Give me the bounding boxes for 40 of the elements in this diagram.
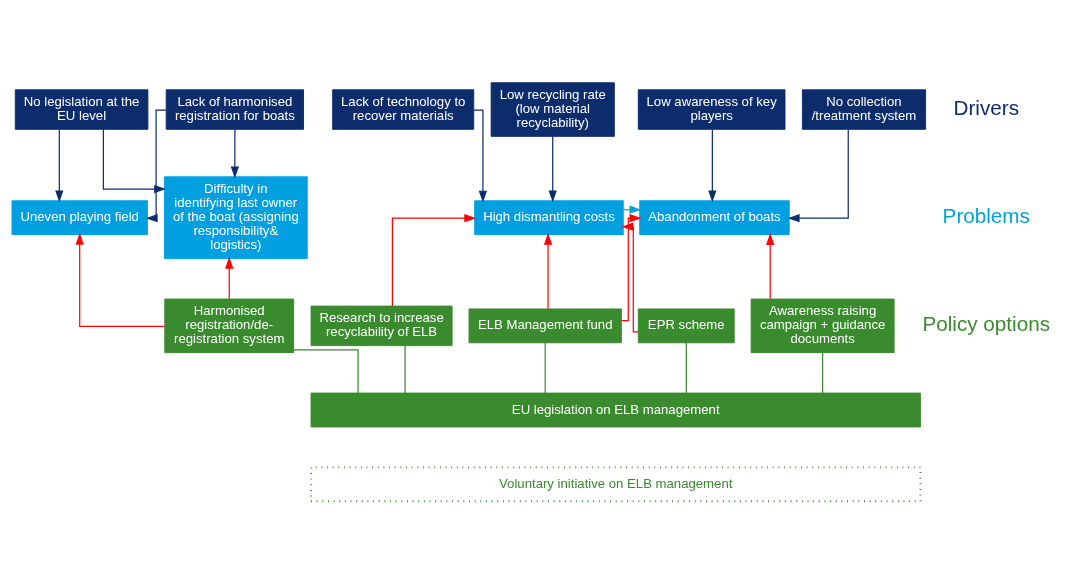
connector <box>404 345 406 394</box>
node-box: No collection /treatment system <box>801 89 927 130</box>
node-box: Uneven playing field <box>11 200 148 236</box>
node-box: Awareness raising campaign + guidance documents <box>750 298 895 354</box>
arrow <box>708 128 717 203</box>
label: Problems <box>942 203 1030 227</box>
node-box: EPR scheme <box>637 308 735 344</box>
arrow <box>75 232 166 327</box>
node-box: Abandonment of boats <box>639 200 790 236</box>
node-box: Voluntary initiative on ELB management <box>310 466 922 503</box>
node-box: Low recycling rate (low material recyclability) <box>490 82 615 137</box>
arrow <box>55 128 64 203</box>
arrow <box>620 214 642 322</box>
connector <box>822 352 824 394</box>
node-box: No legislation at the EU level <box>14 89 149 130</box>
arrow <box>548 135 557 203</box>
node-box: EU legislation on ELB management <box>310 392 921 428</box>
label: Policy options <box>922 312 1051 336</box>
arrow <box>225 256 234 300</box>
node-box: High dismantling costs <box>474 200 624 236</box>
arrow <box>473 109 488 203</box>
node-box: Harmonised registration/de-registration system <box>164 298 295 354</box>
node-box: Low awareness of key players <box>637 89 786 130</box>
arrow <box>766 233 775 300</box>
arrow <box>543 232 553 310</box>
connector <box>685 342 687 394</box>
connector <box>293 349 359 394</box>
node-box: Research to increase recyclability of ELB <box>310 305 453 347</box>
node-box: Lack of harmonised registration for boats <box>165 89 304 130</box>
connector <box>544 342 546 394</box>
arrow <box>145 109 167 223</box>
arrow <box>102 129 166 194</box>
node-box: Lack of technology to recover materials <box>332 89 475 130</box>
arrow <box>391 214 477 307</box>
label: Drivers <box>953 95 1019 119</box>
arrow <box>230 128 239 179</box>
node-box: Difficulty in identifying last owner of the boat (assigning responsibility& logistics) <box>163 176 308 260</box>
arrow <box>621 222 639 333</box>
arrow <box>787 128 849 223</box>
node-box: ELB Management fund <box>468 308 622 344</box>
